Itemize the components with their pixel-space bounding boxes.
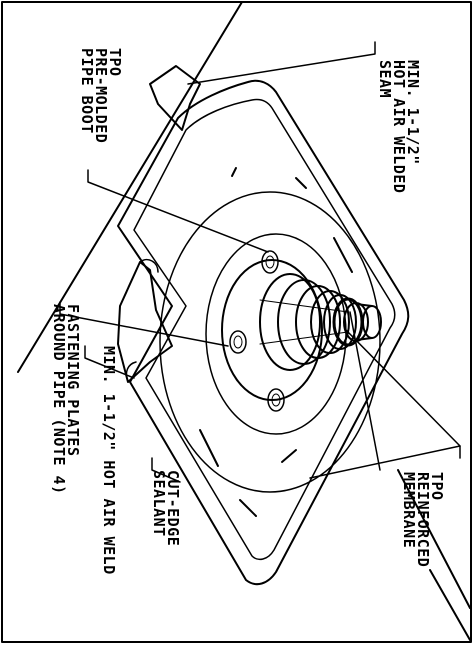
label-seam-line-2: HOT AIR WELDED [390,60,408,193]
label-pipe-boot-line-3: PIPE BOOT [78,48,96,134]
label-seam: MIN. 1-1/2" HOT AIR WELDED SEAM [376,60,422,193]
label-membrane: TPO REINFORCED MEMBRANE [400,472,446,567]
label-sealant-line-1: CUT-EDGE [164,470,182,546]
label-fastening: FASTENING PLATES AROUND PIPE (NOTE 4) [50,304,82,495]
leader-lines [59,41,461,483]
label-fastening-line-2: AROUND PIPE (NOTE 4) [50,304,68,495]
label-pipe-boot-line-1: TPO [106,48,124,77]
boot-base [159,191,381,493]
label-weld-min-line-1: MIN. 1-1/2" HOT AIR WELD [100,346,118,575]
label-membrane-line-3: MEMBRANE [400,472,418,548]
pipe-boot-cone [259,273,369,371]
label-sealant-line-2: SEALANT [150,470,168,537]
fastening-plates [229,250,285,412]
label-fastening-line-1: FASTENING PLATES [64,304,82,457]
membrane-sheet [117,79,410,586]
label-weld-min: MIN. 1-1/2" HOT AIR WELD [100,346,118,575]
label-sealant: CUT-EDGE SEALANT [150,470,182,546]
label-seam-line-3: SEAM [376,60,394,98]
label-membrane-line-2: REINFORCED [414,472,432,567]
label-membrane-line-1: TPO [428,472,446,501]
welded-seam-hatch [117,65,201,383]
label-pipe-boot: TPO PRE-MOLDED PIPE BOOT [78,48,124,143]
label-pipe-boot-line-2: PRE-MOLDED [92,48,110,143]
label-seam-line-1: MIN. 1-1/2" [404,60,422,165]
